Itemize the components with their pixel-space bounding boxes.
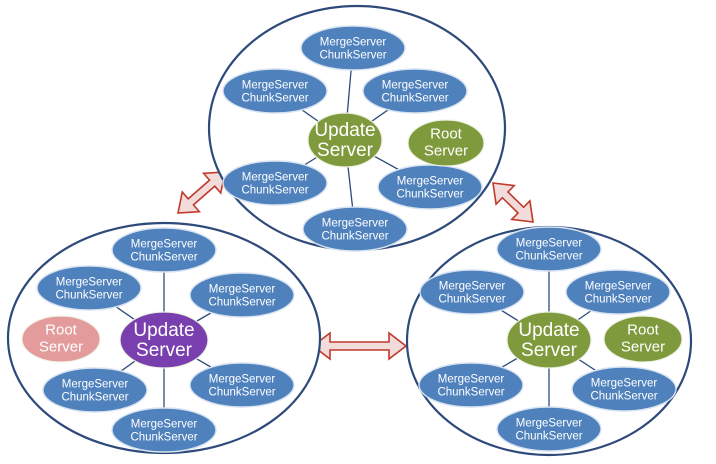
- server-ellipse: [189, 362, 295, 408]
- server-ellipse: [419, 269, 525, 315]
- server-ellipse: [300, 25, 406, 71]
- server-ellipse: [362, 68, 468, 114]
- server-ellipse: [496, 406, 602, 452]
- server-ellipse: [42, 367, 148, 413]
- replication-arrows: [177, 171, 534, 361]
- root-ellipse: [21, 315, 101, 363]
- arrow-top-right: [492, 182, 534, 223]
- server-ellipse: [36, 265, 142, 311]
- server-ellipse: [302, 206, 408, 252]
- arrow-left-right: [311, 331, 408, 361]
- server-ellipse: [496, 226, 602, 272]
- server-ellipse: [377, 164, 483, 210]
- server-ellipse: [111, 407, 217, 453]
- server-ellipse: [222, 68, 328, 114]
- server-ellipse: [565, 269, 671, 315]
- update-ellipse: [119, 311, 209, 369]
- server-ellipse: [189, 272, 295, 318]
- root-ellipse: [603, 315, 683, 363]
- update-ellipse: [506, 311, 592, 369]
- server-ellipse: [111, 227, 217, 273]
- server-ellipse: [222, 160, 328, 206]
- update-ellipse: [307, 112, 383, 168]
- root-ellipse: [407, 119, 485, 167]
- server-ellipse: [418, 362, 524, 408]
- server-ellipse: [571, 366, 677, 412]
